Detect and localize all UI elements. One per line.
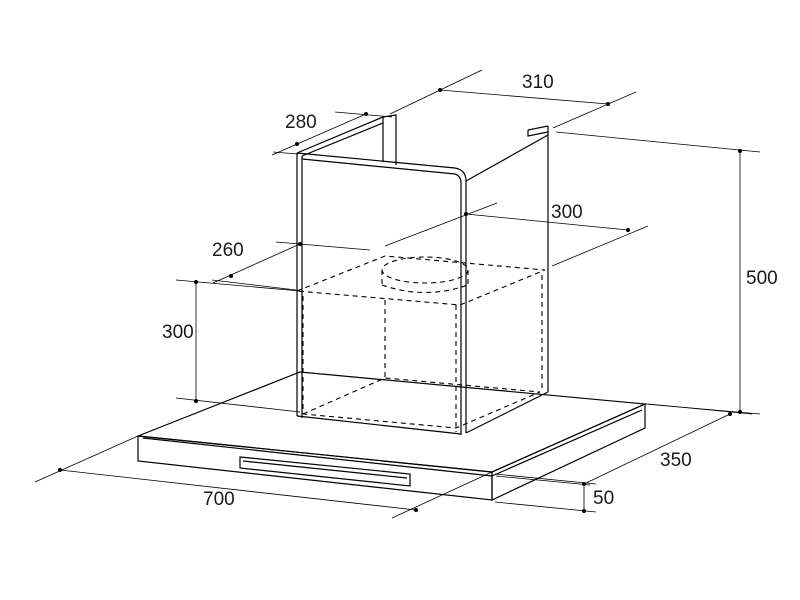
chimney-side-flange-top — [527, 125, 549, 131]
chimney-front-bottom-edge — [296, 415, 462, 435]
dim-310-line — [439, 89, 609, 105]
inner-chimney-hidden — [296, 255, 546, 432]
dim-310-label: 310 — [522, 72, 554, 93]
dim-280-line — [271, 113, 367, 156]
dim-310: 310 — [389, 69, 637, 129]
chimney-side-bottom-edge — [465, 391, 549, 434]
dim-280-tick-top — [364, 112, 368, 116]
chimney-left-top-edge — [296, 116, 384, 154]
dim-50-ext-bottom — [494, 501, 597, 513]
duct-collar-top — [381, 256, 469, 284]
dim-260: 260 — [211, 240, 371, 291]
chimney-front-right-edge-inner — [454, 173, 462, 435]
dim-260-line — [212, 243, 301, 284]
dim-260-tick-top — [298, 242, 302, 246]
dim-50-label: 50 — [593, 488, 614, 509]
dim-260-ext-top — [275, 241, 371, 251]
control-panel-inner-line — [242, 460, 408, 479]
dim-280-tick-bottom — [295, 142, 299, 146]
dim-50: 50 — [494, 473, 614, 513]
dim-310-ext-right — [552, 91, 637, 129]
dim-310-ext-left — [389, 69, 483, 115]
control-panel-strip — [239, 456, 411, 487]
duct-collar-bottom — [381, 284, 469, 294]
canopy-top-bevel — [142, 437, 493, 477]
dim-500: 500 — [555, 131, 778, 415]
dim-300w-tick-right — [626, 228, 630, 232]
chimney-front-top-edge — [296, 152, 456, 169]
dim-700: 700 — [34, 435, 493, 519]
canopy-top-face — [137, 371, 648, 473]
chimney-back-flange — [382, 114, 397, 165]
canopy-side-bevel — [491, 409, 643, 477]
dim-700-tick-right — [414, 508, 418, 512]
dim-700-tick-left — [58, 468, 62, 472]
dim-280: 280 — [271, 111, 393, 156]
dim-700-label: 700 — [203, 489, 235, 510]
dim-500-tick-bottom — [738, 410, 742, 414]
dim-50-tick-bottom — [582, 509, 586, 513]
inner-bottom-outline — [302, 377, 541, 429]
dim-300w-ext-left — [384, 202, 498, 247]
dim-350-ext-bottom — [495, 475, 591, 486]
dim-500-tick-top — [738, 149, 742, 153]
dim-500-label: 500 — [746, 268, 778, 289]
dim-300w-line — [465, 213, 629, 231]
chimney-side-top-edge — [465, 134, 549, 182]
dim-350-tick-top — [728, 412, 732, 416]
dim-260-tick-bottom — [229, 274, 233, 278]
dim-300-width: 300 — [384, 202, 649, 267]
dim-700-line — [59, 469, 417, 511]
inner-top-outline — [296, 255, 546, 306]
dim-350-ext-top — [647, 403, 753, 415]
dim-300w-tick-left — [464, 212, 468, 216]
chimney-side-flange — [527, 130, 549, 137]
chimney-front-top-edge-inner — [301, 158, 456, 175]
dim-50-ext-top — [494, 473, 597, 485]
dim-300h-label: 300 — [162, 322, 194, 343]
dim-300w-ext-right — [551, 225, 649, 267]
dim-500-ext-top — [555, 131, 761, 153]
canopy-side-face — [491, 403, 646, 501]
dim-260-ext-bottom — [211, 279, 297, 291]
dim-350: 350 — [495, 403, 753, 486]
dim-280-label: 280 — [285, 112, 317, 133]
dim-300h-tick-bottom — [194, 399, 198, 403]
chimney — [296, 114, 549, 435]
dim-700-ext-left — [34, 435, 139, 483]
dim-300-height: 300 — [162, 279, 301, 413]
dim-300w-label: 300 — [551, 202, 583, 223]
hood-canopy — [137, 371, 648, 501]
dim-280-ext-top — [334, 111, 393, 118]
dim-310-tick-right — [606, 102, 610, 106]
dim-260-label: 260 — [212, 240, 244, 261]
dim-350-line — [583, 413, 731, 485]
dim-700-ext-right — [391, 471, 493, 519]
dim-310-tick-left — [438, 88, 442, 92]
dim-300h-tick-top — [194, 280, 198, 284]
chimney-left-top-edge-inner — [301, 122, 384, 157]
dim-350-label: 350 — [660, 450, 692, 471]
